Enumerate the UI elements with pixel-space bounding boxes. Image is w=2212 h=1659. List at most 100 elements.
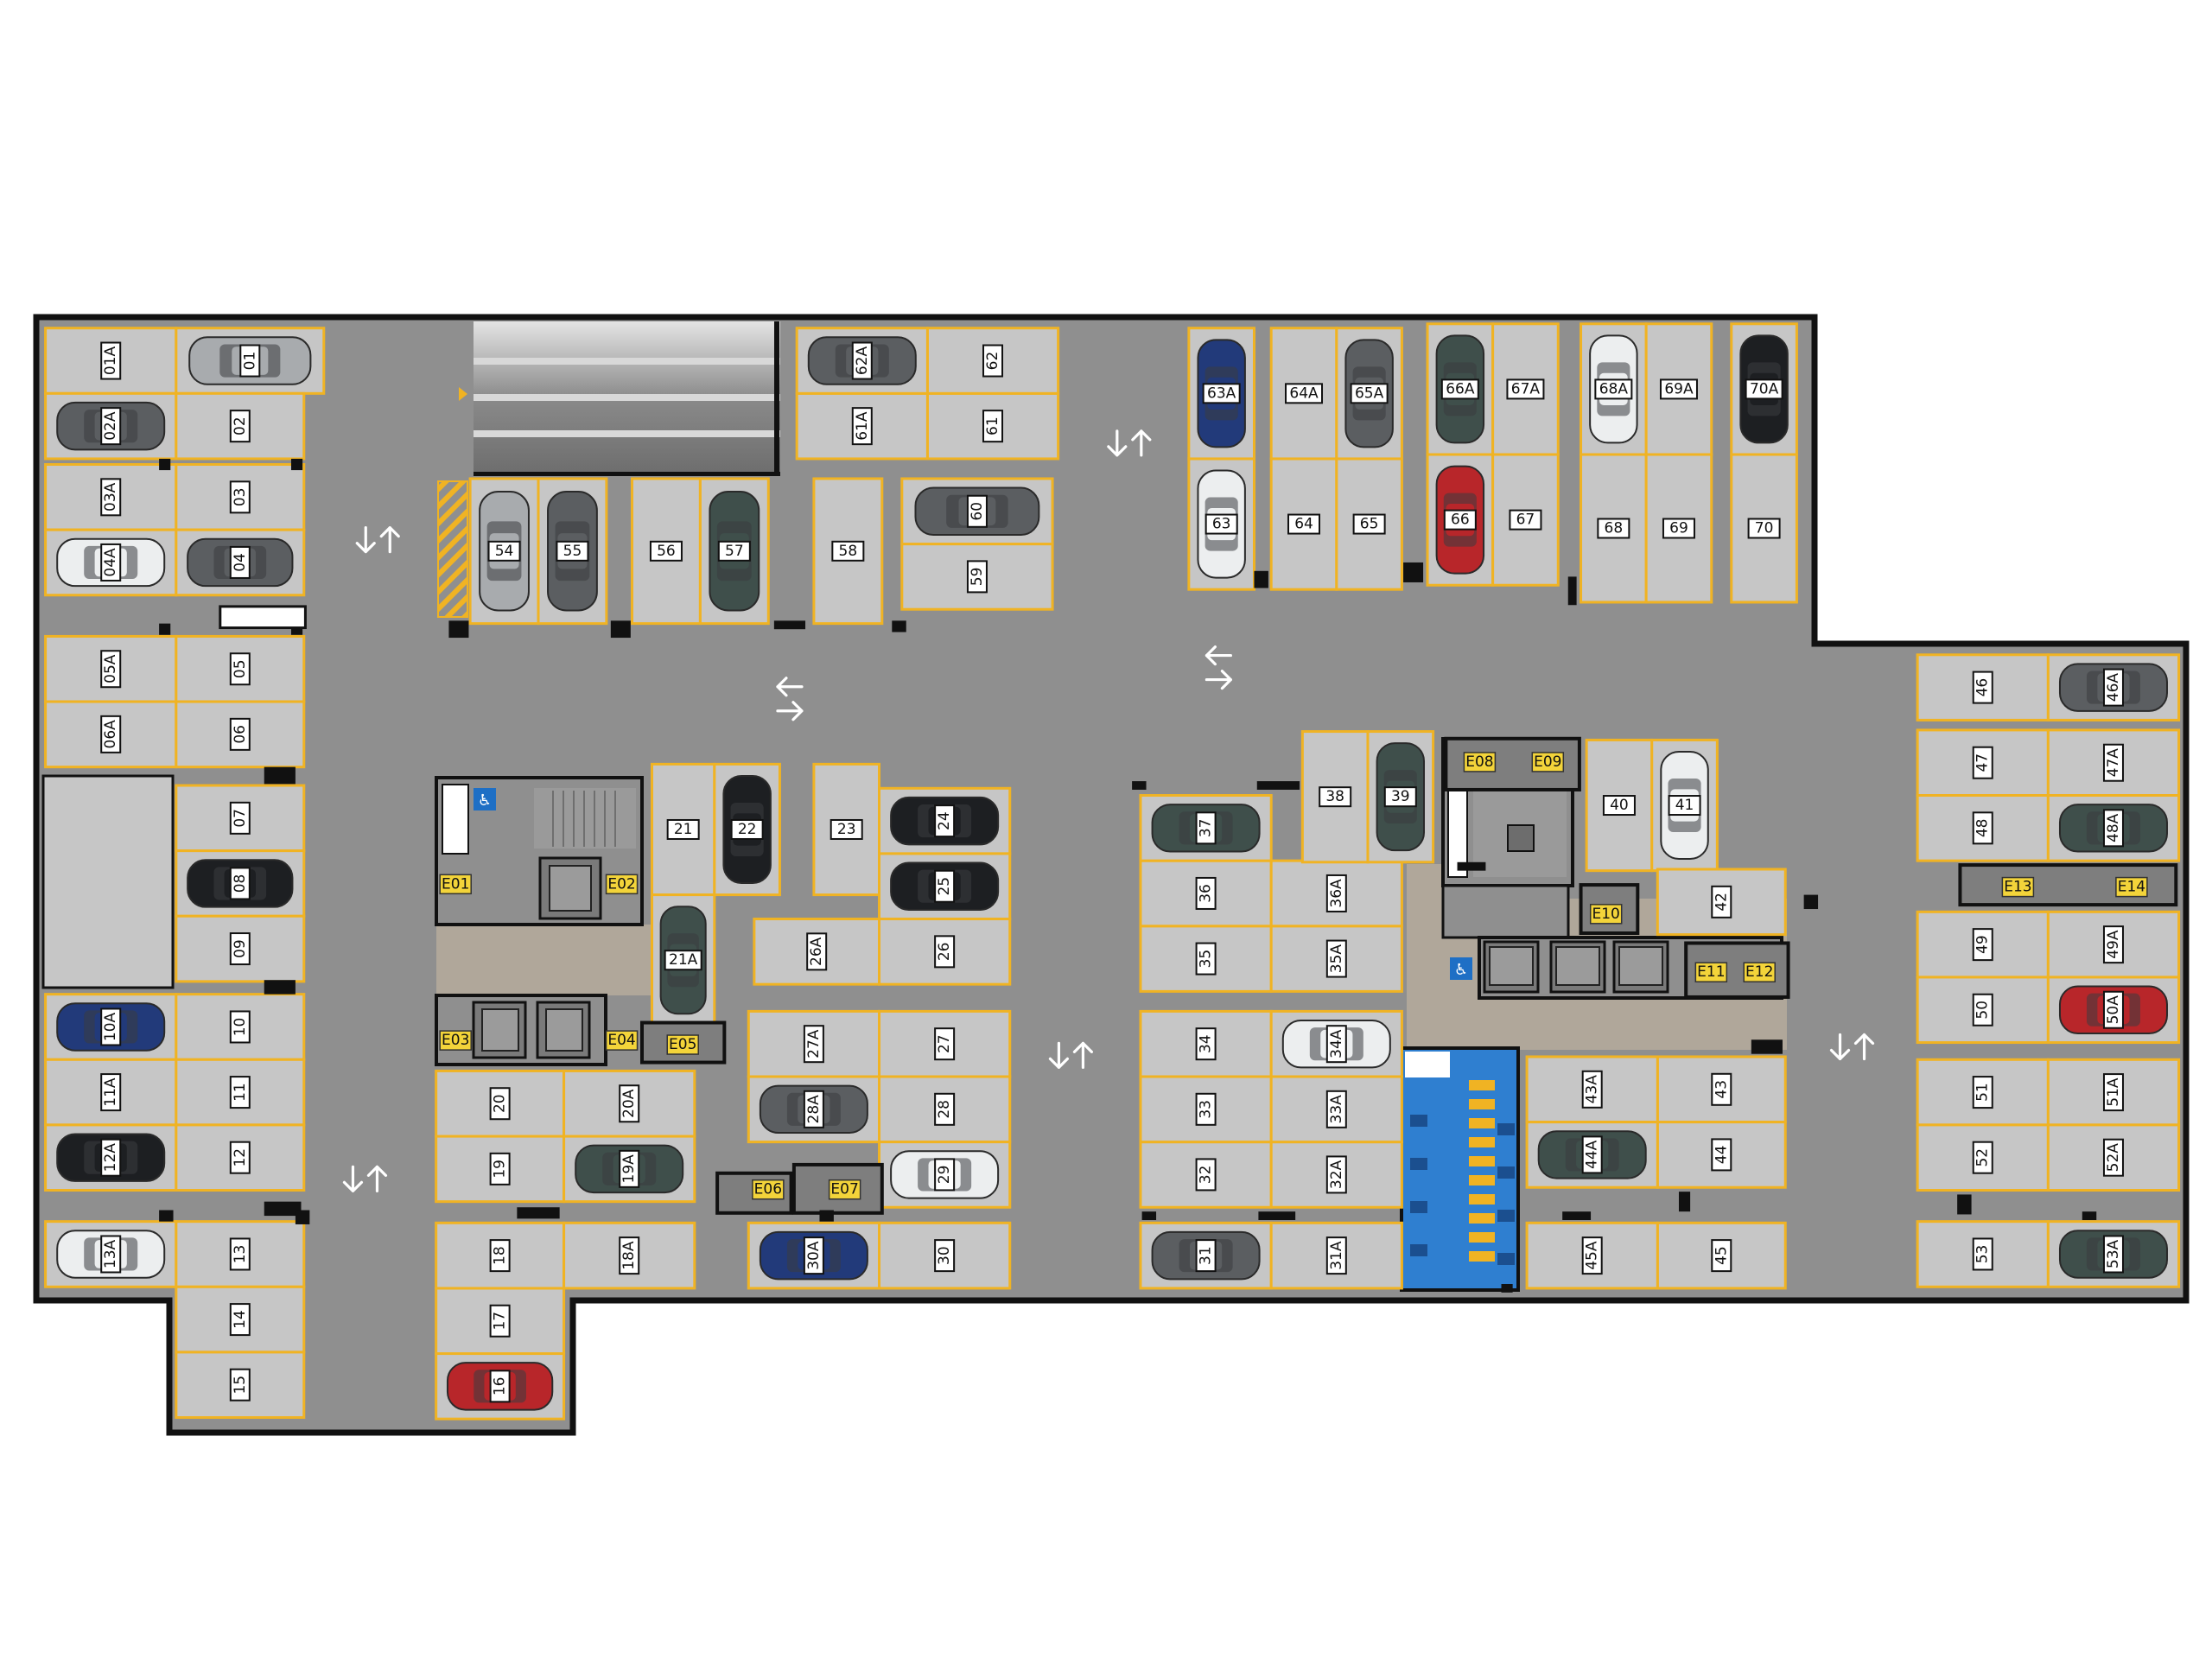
space-label: 43A bbox=[1581, 1070, 1603, 1109]
space-label: 25 bbox=[934, 869, 956, 903]
space-label: 46A bbox=[2102, 668, 2124, 707]
space-label: 31 bbox=[1195, 1239, 1217, 1273]
parking-space-12[interactable] bbox=[175, 1123, 306, 1192]
svg-text:58: 58 bbox=[839, 543, 858, 560]
svg-text:33A: 33A bbox=[1328, 1095, 1345, 1124]
entrance-ramp bbox=[459, 321, 780, 476]
space-label: 36 bbox=[1195, 876, 1217, 910]
svg-text:30A: 30A bbox=[805, 1241, 823, 1270]
svg-text:35A: 35A bbox=[1328, 944, 1345, 974]
space-label: 03A bbox=[100, 478, 122, 517]
space-label: 34 bbox=[1195, 1027, 1217, 1061]
space-label: 36A bbox=[1325, 874, 1347, 912]
space-label: 35 bbox=[1195, 942, 1217, 976]
svg-text:67: 67 bbox=[1516, 512, 1535, 529]
svg-text:20: 20 bbox=[492, 1094, 509, 1113]
svg-text:19: 19 bbox=[492, 1160, 509, 1179]
parking-space-38[interactable] bbox=[1300, 730, 1370, 864]
svg-text:52A: 52A bbox=[2105, 1143, 2122, 1173]
space-label: 18A bbox=[619, 1236, 640, 1275]
space-label: 70 bbox=[1747, 518, 1781, 539]
svg-text:64: 64 bbox=[1294, 516, 1313, 533]
column bbox=[517, 1207, 560, 1219]
svg-text:32A: 32A bbox=[1328, 1160, 1345, 1189]
column bbox=[264, 766, 296, 785]
svg-text:06A: 06A bbox=[102, 720, 119, 749]
space-label: 04A bbox=[100, 543, 122, 582]
space-label: 24 bbox=[934, 804, 956, 838]
space-label: 42 bbox=[1711, 885, 1732, 918]
parking-space-42[interactable] bbox=[1656, 868, 1787, 937]
svg-text:43: 43 bbox=[1713, 1080, 1730, 1099]
svg-text:25: 25 bbox=[936, 877, 953, 896]
svg-text:27: 27 bbox=[936, 1034, 953, 1053]
svg-text:E07: E07 bbox=[830, 1181, 858, 1198]
svg-text:69: 69 bbox=[1669, 519, 1688, 537]
space-label: 10A bbox=[100, 1007, 122, 1046]
svg-text:53A: 53A bbox=[2105, 1239, 2122, 1268]
space-label: 69A bbox=[1659, 378, 1698, 400]
space-label: 21 bbox=[666, 818, 700, 840]
svg-text:40: 40 bbox=[1610, 797, 1629, 814]
storage-label: E12 bbox=[1743, 962, 1776, 982]
space-label: 55 bbox=[556, 540, 589, 562]
svg-text:26: 26 bbox=[936, 943, 953, 962]
double-arrow-icon bbox=[355, 526, 400, 554]
svg-text:12: 12 bbox=[232, 1148, 249, 1167]
space-label: 49A bbox=[2102, 925, 2124, 964]
svg-text:E14: E14 bbox=[2118, 879, 2145, 896]
svg-text:02A: 02A bbox=[102, 411, 119, 441]
space-label: 67A bbox=[1506, 378, 1545, 400]
svg-text:♿: ♿ bbox=[1454, 961, 1468, 979]
space-label: 14 bbox=[229, 1303, 251, 1337]
svg-text:13A: 13A bbox=[102, 1239, 119, 1268]
svg-text:01A: 01A bbox=[102, 346, 119, 376]
space-label: 04 bbox=[229, 545, 251, 579]
svg-text:64A: 64A bbox=[1289, 385, 1319, 402]
space-label: 63 bbox=[1205, 513, 1238, 535]
space-label: 19A bbox=[619, 1149, 640, 1188]
svg-text:21: 21 bbox=[674, 821, 693, 838]
car-icon bbox=[1344, 339, 1394, 448]
svg-text:54: 54 bbox=[495, 543, 514, 560]
storage-label: E09 bbox=[1531, 752, 1565, 772]
svg-text:09: 09 bbox=[232, 939, 249, 958]
space-label: 08 bbox=[229, 867, 251, 900]
parking-space-36a[interactable] bbox=[1269, 859, 1403, 928]
space-label: 43 bbox=[1711, 1072, 1732, 1106]
svg-text:26A: 26A bbox=[808, 937, 825, 966]
space-label: 01 bbox=[239, 344, 261, 378]
svg-text:31: 31 bbox=[1198, 1246, 1215, 1265]
space-label: 09 bbox=[229, 932, 251, 966]
space-label: 48 bbox=[1972, 811, 1993, 845]
parking-space-32a[interactable] bbox=[1269, 1141, 1403, 1209]
space-label: 66A bbox=[1440, 378, 1479, 400]
storage-label: E07 bbox=[828, 1179, 861, 1200]
svg-text:47A: 47A bbox=[2105, 748, 2122, 778]
svg-text:67A: 67A bbox=[1511, 380, 1541, 397]
svg-text:31A: 31A bbox=[1328, 1241, 1345, 1270]
svg-text:16: 16 bbox=[492, 1377, 509, 1396]
space-label: 62 bbox=[982, 344, 1004, 378]
space-label: 06A bbox=[100, 715, 122, 753]
svg-text:66: 66 bbox=[1451, 512, 1470, 529]
space-label: 35A bbox=[1325, 939, 1347, 978]
double-arrow-icon bbox=[1205, 645, 1232, 690]
parking-space-59[interactable] bbox=[900, 543, 1054, 611]
space-label: 44 bbox=[1711, 1138, 1732, 1172]
column bbox=[448, 620, 469, 639]
svg-text:61: 61 bbox=[984, 416, 1001, 435]
svg-text:19A: 19A bbox=[620, 1154, 638, 1184]
svg-text:41: 41 bbox=[1675, 797, 1694, 814]
space-label: 69 bbox=[1662, 518, 1695, 539]
column bbox=[892, 620, 906, 632]
parking-space-05[interactable] bbox=[175, 634, 306, 703]
column bbox=[290, 458, 303, 471]
svg-text:02: 02 bbox=[232, 416, 249, 435]
stair-core-left: ♿ bbox=[435, 776, 644, 926]
parking-space-20a[interactable] bbox=[563, 1069, 696, 1138]
svg-text:E13: E13 bbox=[2004, 879, 2031, 896]
svg-text:38: 38 bbox=[1325, 788, 1344, 805]
space-label: 20 bbox=[489, 1087, 511, 1121]
space-label: 13A bbox=[100, 1235, 122, 1274]
